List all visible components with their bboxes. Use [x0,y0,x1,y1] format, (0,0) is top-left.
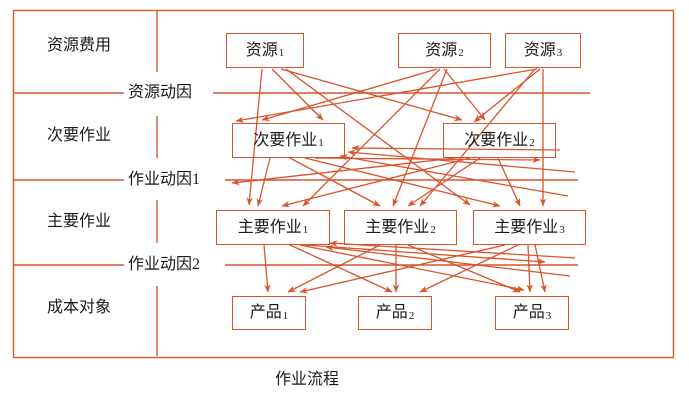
driver-label-text: 作业动因1 [128,171,201,188]
node-label: 主要作业 [494,218,559,236]
node-subscript: 1 [282,309,289,322]
node-subscript: 3 [545,309,552,322]
node-label: 主要作业 [237,218,302,236]
node-subscript: 1 [278,47,285,59]
flow-arrows-return [325,144,576,277]
driver-label-activity-driver-2: 作业动因2 [124,256,205,273]
node-label: 产品 [375,304,408,321]
node-subscript: 3 [556,47,563,59]
node-subscript: 2 [430,224,436,236]
node-subscript: 3 [559,224,565,236]
node-label: 资源 [245,41,278,59]
node-label: 次要作业 [253,131,318,149]
row-label-resource-cost: 资源费用 [47,38,111,54]
node-subscript: 2 [408,309,415,322]
row-label-text: 次要作业 [47,127,112,144]
driver-label-text: 资源动因 [128,84,193,101]
row-label-text: 主要作业 [47,213,112,230]
row-label-secondary-activity: 次要作业 [47,128,111,144]
driver-label-text: 作业动因2 [128,256,201,273]
driver-label-resource-driver: 资源动因 [124,84,197,101]
node-label: 资源 [425,41,458,59]
node-label: 主要作业 [365,218,430,236]
row-label-cost-object: 成本对象 [47,300,111,316]
figure-caption-text: 作业流程 [275,371,340,388]
node-subscript: 2 [529,137,535,149]
figure-caption: 作业流程 [275,372,339,388]
node-subscript: 1 [302,224,309,236]
node-subscript: 1 [318,137,324,149]
flow-arrows [231,68,547,294]
node-label: 次要作业 [464,131,529,149]
outer-frame [12,9,675,359]
node-subscript: 2 [458,47,464,59]
row-label-text: 成本对象 [47,299,112,316]
driver-label-activity-driver-1: 作业动因1 [124,171,205,188]
row-label-text: 资源费用 [47,37,112,54]
node-label: 产品 [512,304,545,321]
node-label: 资源 [523,41,556,59]
row-label-primary-activity: 主要作业 [47,214,111,230]
node-label: 产品 [249,304,282,321]
